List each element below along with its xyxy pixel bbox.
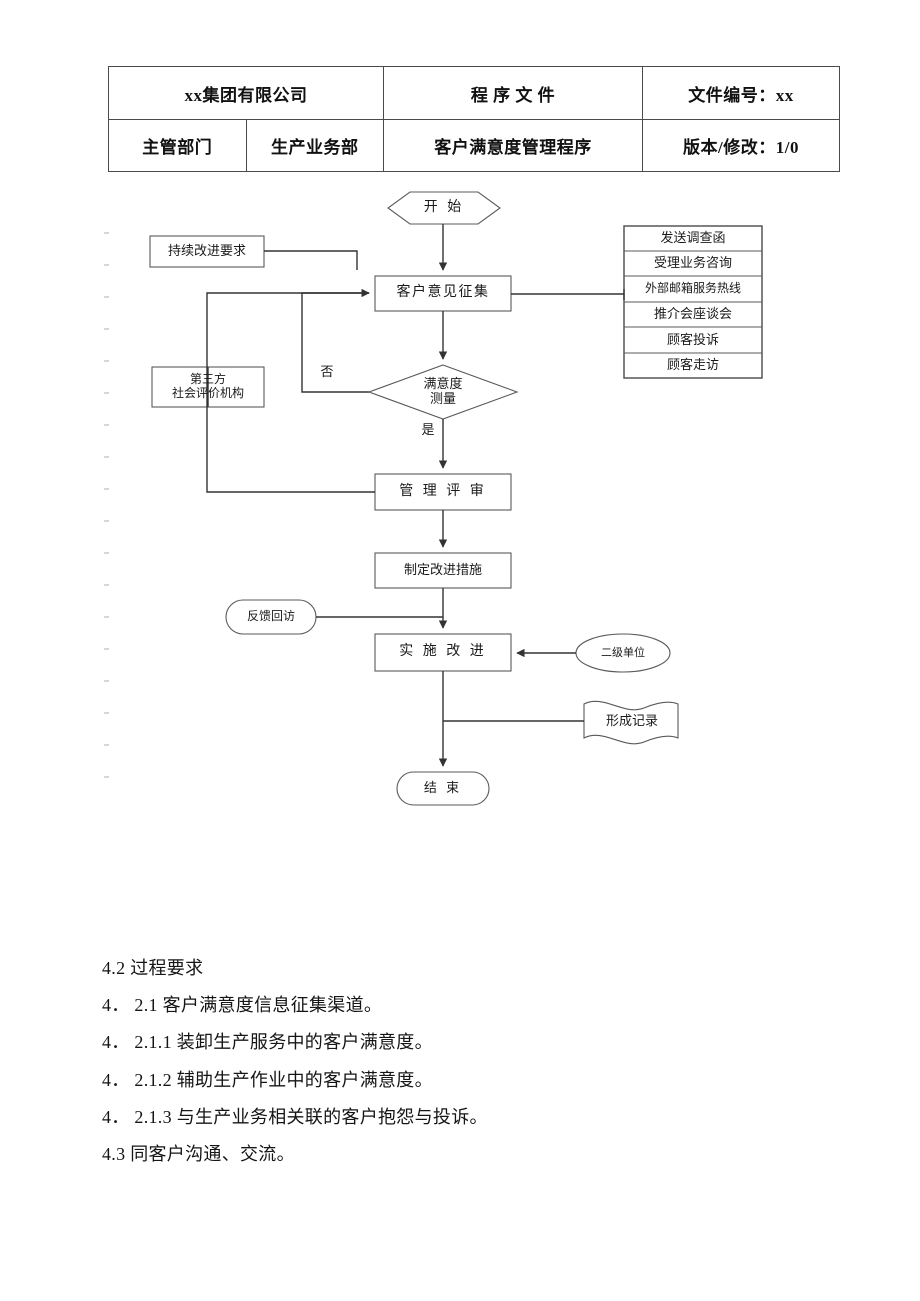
edge-decision-no [301, 292, 369, 393]
channel-item-5: 顾客走访 [666, 357, 719, 373]
end-node-shape [396, 771, 490, 806]
feedback-visit-node-shape [225, 599, 317, 635]
edge-review-loopback-to-collect [206, 288, 375, 493]
body-line-3: 4． 2.1.2 辅助生产作业中的客户满意度。 [102, 1069, 433, 1090]
improvement-plan-node-shape [374, 552, 512, 589]
collect-opinion-node-shape [374, 275, 512, 312]
document-header-table: xx集团有限公司 程 序 文 件 文件编号：xx 主管部门 生产业务部 客户满意… [108, 66, 840, 172]
satisfaction-decision-shape [367, 364, 519, 420]
body-line-0: 4.2 过程要求 [102, 958, 204, 978]
end-node-label: 结 束 [423, 780, 463, 796]
start-node-shape [387, 191, 501, 225]
body-text-block: 4.2 过程要求 4． 2.1 客户满意度信息征集渠道。 4． 2.1.1 装卸… [102, 958, 802, 1181]
document-type-cell: 程 序 文 件 [383, 66, 643, 120]
secondary-unit-node-shape [575, 633, 671, 673]
channel-list-box [623, 225, 763, 379]
collect-opinion-node-label: 客户意见征集 [396, 285, 490, 301]
improvement-plan-node-label: 制定改进措施 [403, 562, 482, 578]
branch-label-no: 否 [320, 363, 334, 379]
continuous-improvement-node-label: 持续改进要求 [167, 243, 246, 259]
third-party-node-shape [151, 366, 265, 408]
satisfaction-decision-label: 满意度 测量 [423, 376, 463, 406]
header-row-bottom: 主管部门 生产业务部 客户满意度管理程序 版本/修改：1/0 [108, 119, 840, 172]
management-review-node-shape [374, 473, 512, 511]
channel-item-1: 受理业务咨询 [653, 255, 732, 271]
feedback-visit-node-label: 反馈回访 [246, 609, 295, 624]
body-line-4: 4． 2.1.3 与生产业务相关联的客户抱怨与投诉。 [102, 1106, 488, 1127]
document-title-cell: 客户满意度管理程序 [383, 119, 643, 172]
branch-label-yes: 是 [421, 421, 435, 437]
start-node-label: 开 始 [423, 199, 465, 215]
body-line-2: 4． 2.1.1 装卸生产服务中的客户满意度。 [102, 1032, 433, 1053]
document-number-cell: 文件编号：xx [642, 66, 840, 120]
dept-label-cell: 主管部门 [108, 119, 247, 172]
implement-node-shape [374, 633, 512, 672]
body-line-5: 4.3 同客户沟通、交流。 [102, 1143, 295, 1164]
form-record-node-label: 形成记录 [605, 712, 658, 728]
dept-name-cell: 生产业务部 [245, 119, 384, 172]
secondary-unit-node-label: 二级单位 [601, 646, 645, 659]
management-review-node-label: 管 理 评 审 [399, 483, 487, 499]
third-party-node-label: 第三方 社会评价机构 [171, 372, 244, 400]
implement-node-label: 实 施 改 进 [399, 644, 487, 660]
channel-item-4: 顾客投诉 [666, 331, 719, 347]
channel-item-3: 推介会座谈会 [653, 306, 732, 322]
form-record-node-shape [583, 700, 679, 745]
continuous-improvement-node-shape [149, 235, 265, 268]
body-line-1: 4． 2.1 客户满意度信息征集渠道。 [102, 995, 383, 1016]
header-row-top: xx集团有限公司 程 序 文 件 文件编号：xx [108, 66, 840, 120]
version-cell: 版本/修改：1/0 [642, 119, 840, 172]
margin-scan-artifacts [104, 228, 120, 788]
channel-item-0: 发送调查函 [660, 230, 726, 246]
company-name-cell: xx集团有限公司 [108, 66, 384, 120]
channel-item-2: 外部邮箱服务热线 [644, 281, 741, 296]
edge-continuous-improvement-to-collect [264, 250, 358, 270]
